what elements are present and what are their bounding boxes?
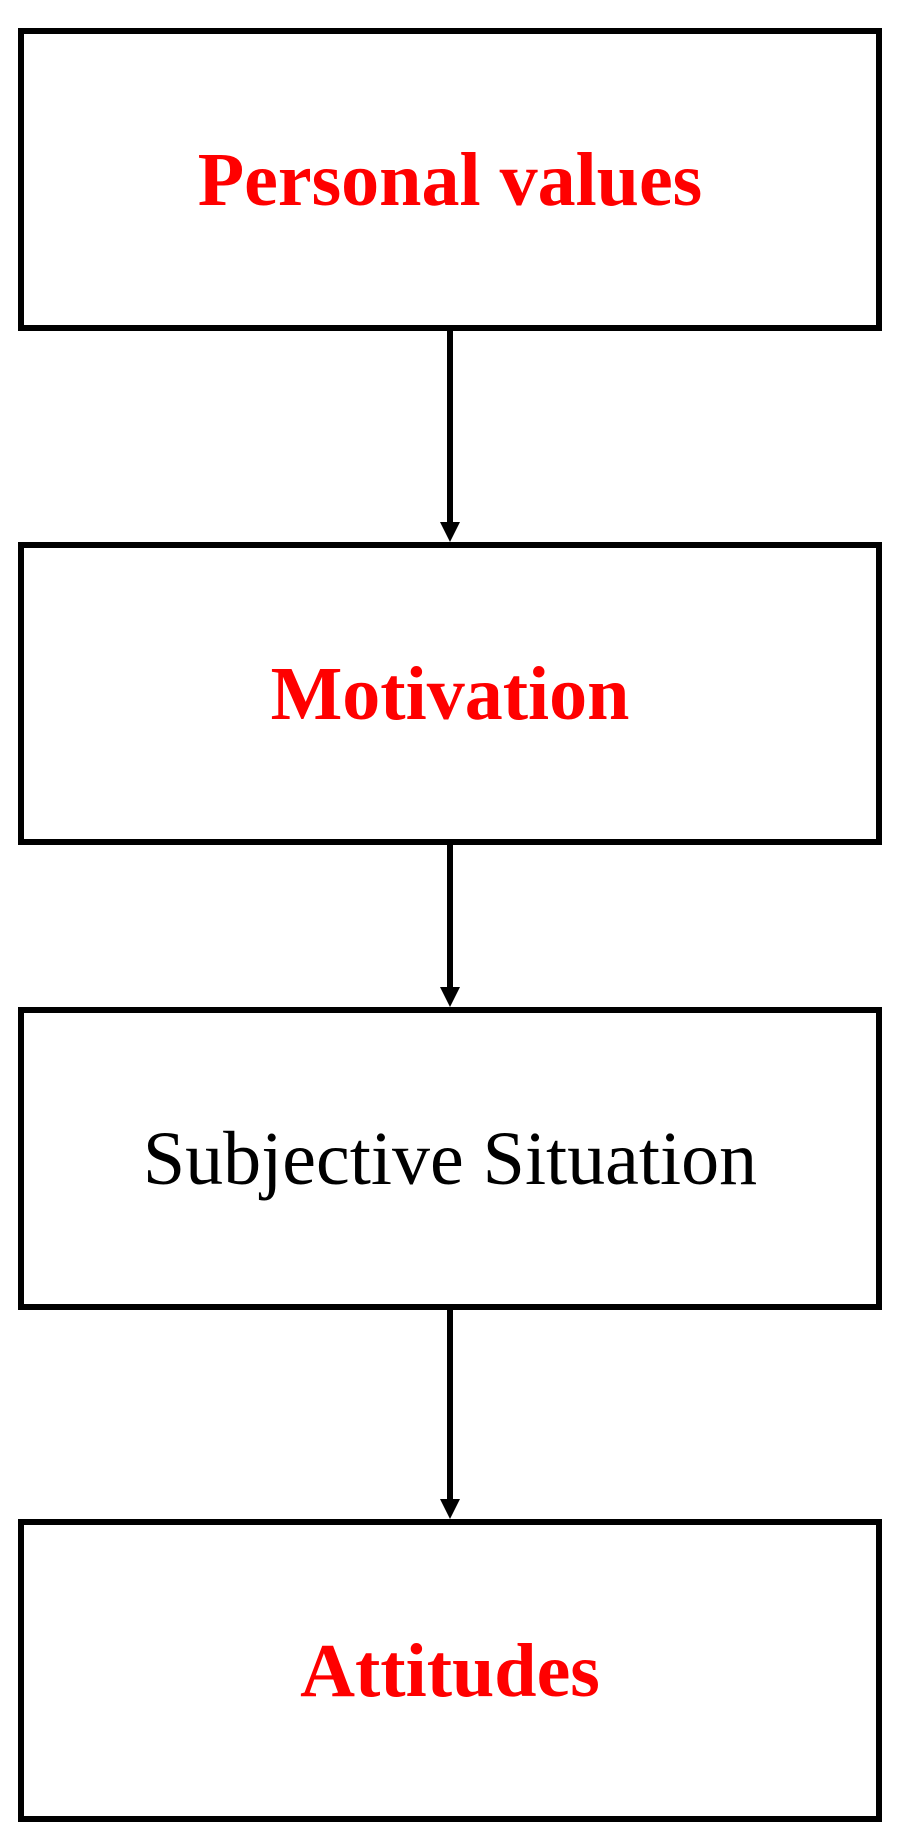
- node-motivation: Motivation: [18, 542, 882, 845]
- node-label-subjective-situation: Subjective Situation: [142, 1116, 758, 1201]
- arrow-motivation-to-subjective-situation: [440, 845, 460, 1007]
- node-label-motivation: Motivation: [270, 651, 630, 736]
- node-subjective-situation: Subjective Situation: [18, 1007, 882, 1310]
- arrow-subjective-situation-to-attitudes: [440, 1310, 460, 1519]
- arrow-personal-values-to-motivation: [440, 331, 460, 542]
- node-label-personal-values: Personal values: [197, 137, 703, 222]
- node-attitudes: Attitudes: [18, 1519, 882, 1822]
- node-personal-values: Personal values: [18, 28, 882, 331]
- node-label-attitudes: Attitudes: [300, 1628, 600, 1713]
